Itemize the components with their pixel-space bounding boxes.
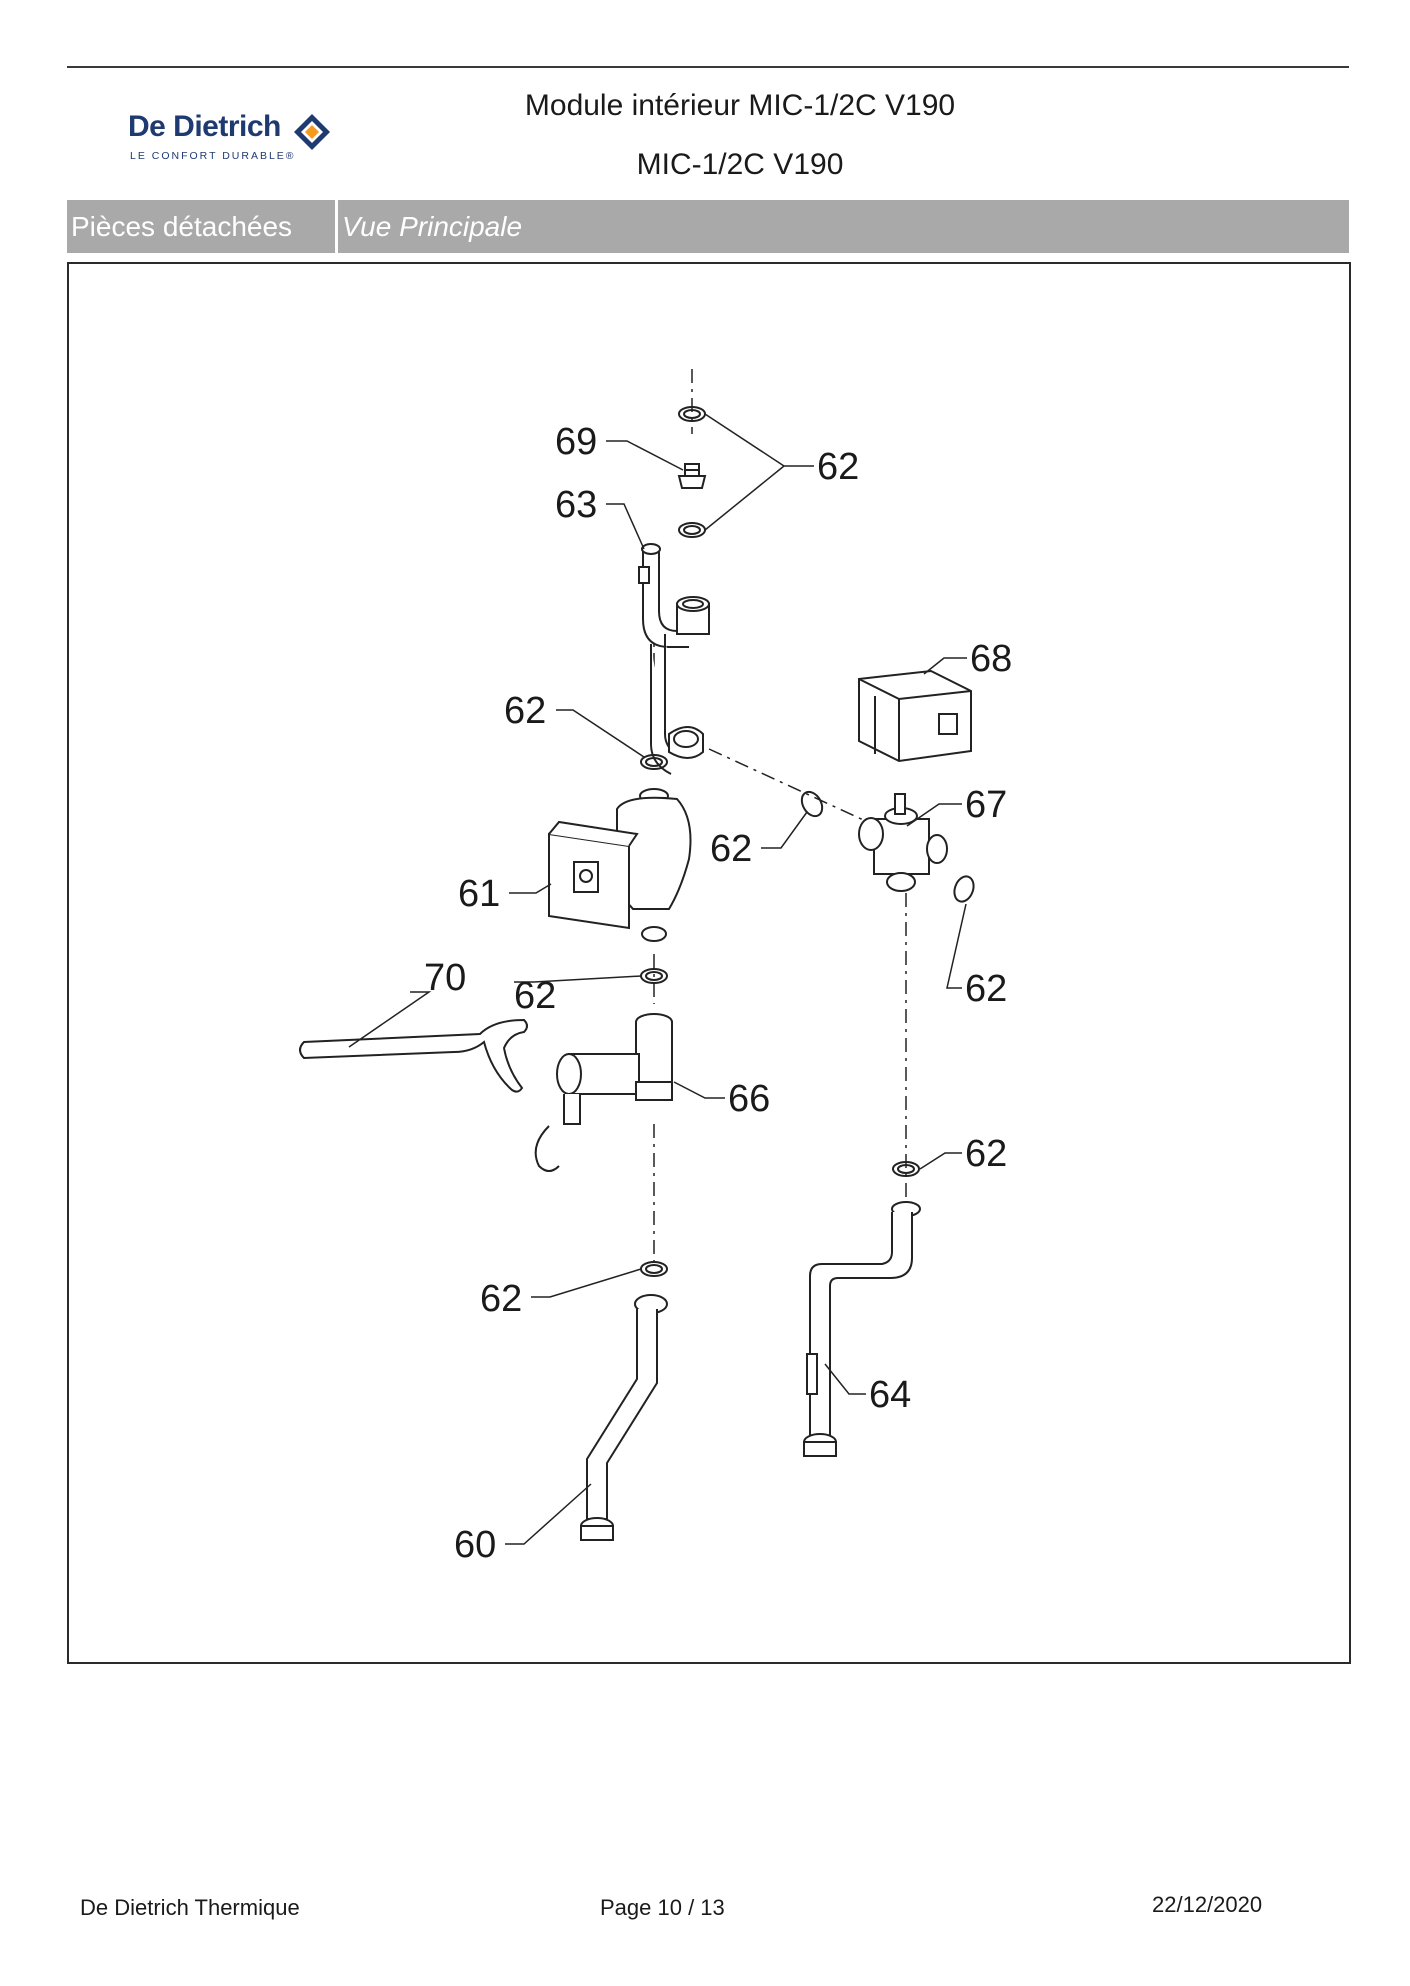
logo-diamond-icon	[294, 114, 330, 150]
document-title: Module intérieur MIC-1/2C V190	[524, 89, 956, 122]
callout-62-a: 62	[504, 690, 546, 732]
exploded-view-frame: 69 62 63 68 62 67 62 61 62 70 62 66 62 6…	[67, 262, 1351, 1664]
section-divider	[335, 200, 338, 253]
seal-62-a	[800, 790, 824, 818]
filter-66	[534, 1013, 673, 1172]
brand-logo: De Dietrich LE CONFORT DURABLE®	[128, 110, 358, 170]
callout-62-f: 62	[480, 1278, 522, 1320]
section-category: Pièces détachées	[71, 211, 293, 242]
footer-page: Page 10 / 13	[600, 1895, 725, 1920]
callout-62-b: 62	[710, 828, 752, 870]
footer-date: 22/12/2020	[1152, 1892, 1263, 1917]
section-view: Vue Principale	[342, 211, 523, 242]
callout-64: 64	[869, 1374, 911, 1416]
plug-69	[677, 463, 707, 489]
callout-62-top: 62	[817, 446, 859, 488]
wrench-70	[299, 1018, 528, 1093]
callout-62-e: 62	[965, 1133, 1007, 1175]
actuator-68	[858, 669, 972, 763]
top-rule	[67, 66, 1349, 68]
callout-69: 69	[555, 421, 597, 463]
exploded-view-diagram: 69 62 63 68 62 67 62 61 62 70 62 66 62 6…	[299, 369, 1012, 1566]
callout-60: 60	[454, 1524, 496, 1566]
footer-company: De Dietrich Thermique	[80, 1895, 300, 1920]
callout-67: 67	[965, 784, 1007, 826]
seal-62-c	[640, 754, 668, 770]
pipe-60	[580, 1294, 668, 1541]
callout-62-c: 62	[965, 968, 1007, 1010]
pump-61	[548, 788, 692, 942]
pipe-63	[638, 543, 710, 775]
pipe-64	[803, 1201, 921, 1457]
logo-wordmark: De Dietrich	[128, 110, 281, 143]
callout-63: 63	[555, 484, 597, 526]
seal-62-f	[892, 1161, 920, 1177]
logo-tagline: LE CONFORT DURABLE®	[130, 150, 296, 162]
callout-61: 61	[458, 873, 500, 915]
callout-70: 70	[424, 957, 466, 999]
callout-62-d: 62	[514, 975, 556, 1017]
callout-68: 68	[970, 638, 1012, 680]
callout-66: 66	[728, 1078, 770, 1120]
seal-62-b	[953, 875, 975, 903]
section-bar: Pièces détachées Vue Principale	[67, 200, 1349, 253]
valve-67	[858, 793, 948, 892]
document-subtitle: MIC-1/2C V190	[636, 148, 844, 181]
